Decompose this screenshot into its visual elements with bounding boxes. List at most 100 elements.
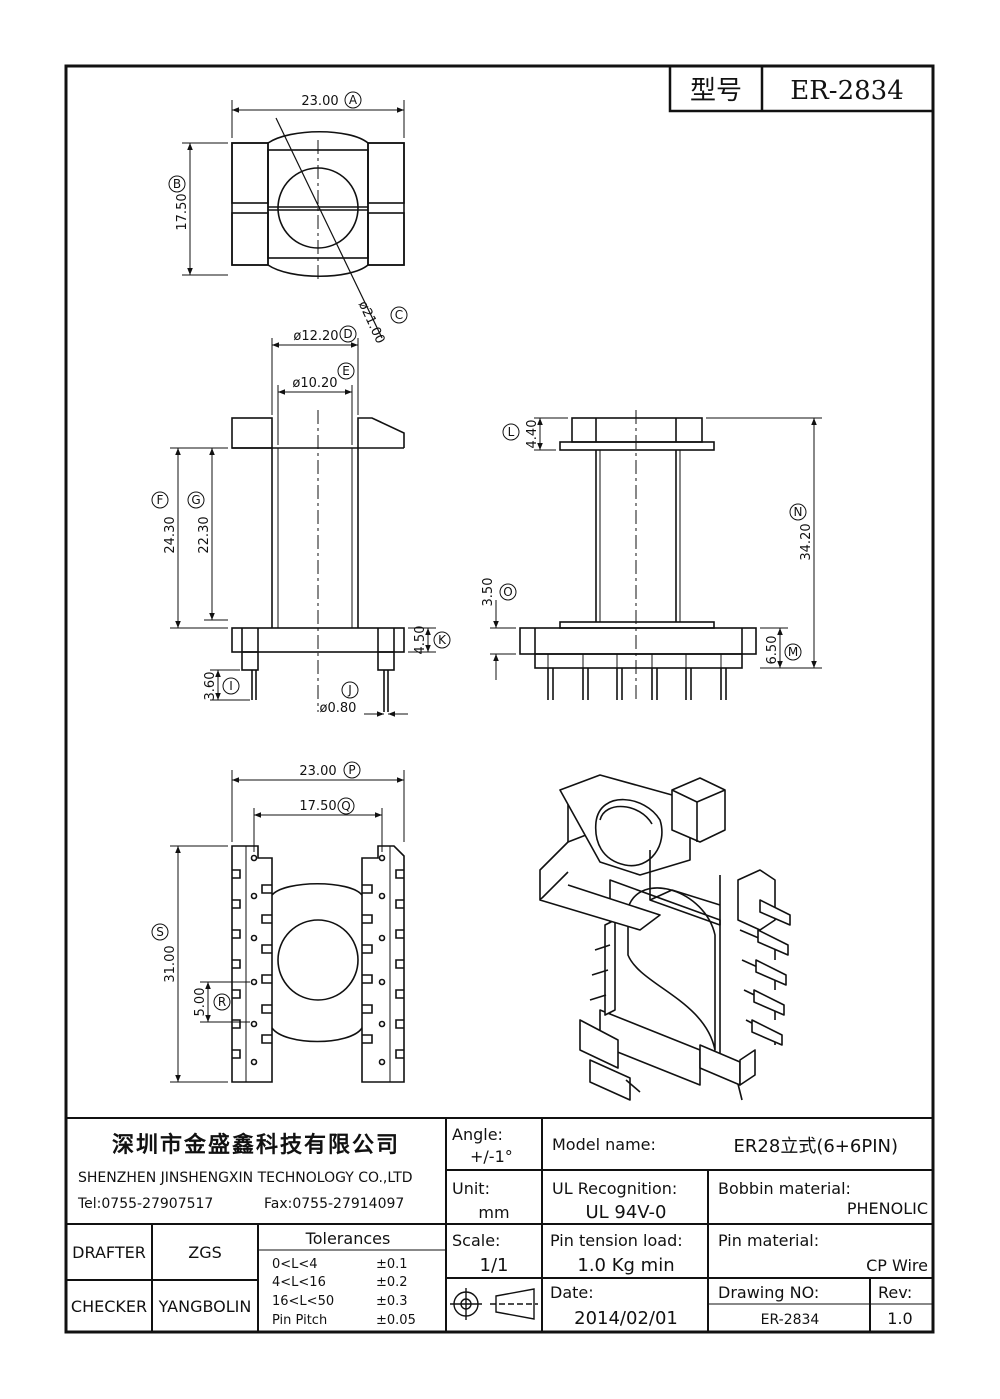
dim-S-value: 31.00 [163, 945, 178, 982]
pin-material-value: CP Wire [866, 1256, 928, 1275]
dim-E-balloon: E [342, 364, 350, 378]
dim-Q: 17.50 Q [253, 797, 383, 852]
date-label: Date: [550, 1283, 594, 1302]
ul-recognition-value: UL 94V-0 [585, 1202, 666, 1223]
front-view [231, 410, 405, 712]
dim-K: 4.50 K [408, 626, 451, 655]
dim-D-balloon: D [343, 327, 352, 341]
projection-symbol [450, 1288, 538, 1320]
title-block-text: 深圳市金盛鑫科技有限公司 SHENZHEN JINSHENGXIN TECHNO… [71, 1125, 928, 1329]
top-view [231, 117, 405, 339]
tolerance-range-3: 16<L<50 [272, 1294, 334, 1309]
dim-O-value: 3.50 [481, 578, 496, 607]
dim-C-value: ø21.00 [355, 299, 388, 346]
model-number: ER-2834 [790, 76, 904, 106]
scale-value: 1/1 [480, 1255, 509, 1276]
dim-D-value: ø12.20 [293, 329, 338, 344]
bobbin-material-value: PHENOLIC [847, 1199, 928, 1218]
dim-R-balloon: R [218, 995, 226, 1009]
tolerance-value-1: ±0.1 [376, 1257, 408, 1272]
dim-M-value: 6.50 [765, 636, 780, 665]
dim-I: 3.60 I [203, 669, 250, 701]
unit-label: Unit: [452, 1179, 490, 1198]
drawing-no-label: Drawing NO: [718, 1283, 819, 1302]
dim-R-value: 5.00 [193, 988, 208, 1017]
dim-B-balloon: B [173, 177, 181, 191]
dim-E: ø10.20 E [277, 362, 355, 445]
dim-M-balloon: M [788, 645, 798, 659]
model-name-label: Model name: [552, 1135, 656, 1154]
dim-L-value: 4.40 [525, 420, 540, 449]
tolerance-value-3: ±0.3 [376, 1294, 408, 1309]
dim-S: 31.00 S [151, 845, 228, 1083]
drafter-label: DRAFTER [72, 1243, 146, 1262]
dim-F-value: 24.30 [163, 516, 178, 553]
dim-N-value: 34.20 [799, 523, 814, 560]
tolerance-value-2: ±0.2 [376, 1275, 408, 1290]
rev-label: Rev: [878, 1283, 912, 1302]
model-name-value: ER28立式(6+6PIN) [734, 1136, 898, 1157]
dim-J-value: ø0.80 [320, 701, 357, 716]
pin-tension-label: Pin tension load: [550, 1231, 683, 1250]
date-value: 2014/02/01 [574, 1308, 678, 1329]
company-name-en: SHENZHEN JINSHENGXIN TECHNOLOGY CO.,LTD [78, 1170, 413, 1186]
dim-I-balloon: I [229, 679, 233, 693]
dim-F-balloon: F [157, 493, 164, 507]
drawing-no-value: ER-2834 [761, 1312, 820, 1328]
dim-B-value: 17.50 [175, 193, 190, 230]
company-fax: Fax:0755-27914097 [264, 1196, 404, 1212]
bobbin-material-label: Bobbin material: [718, 1179, 851, 1198]
ul-recognition-label: UL Recognition: [552, 1179, 677, 1198]
dim-B: 17.50 B [168, 142, 228, 276]
dim-C-balloon: C [395, 308, 403, 322]
angle-value: +/-1° [470, 1147, 513, 1166]
dim-A-balloon: A [349, 93, 358, 107]
scale-label: Scale: [452, 1231, 500, 1250]
dim-K-value: 4.50 [413, 626, 428, 655]
dim-P-balloon: P [348, 763, 355, 777]
dim-E-value: ø10.20 [292, 376, 337, 391]
dim-R: 5.00 R [193, 981, 250, 1023]
company-name-cn: 深圳市金盛鑫科技有限公司 [112, 1132, 400, 1158]
title-block [66, 1117, 933, 1332]
sheet-border [64, 64, 935, 1334]
dim-P: 23.00 P [231, 761, 405, 842]
dim-I-value: 3.60 [203, 672, 218, 701]
tolerance-range-1: 0<L<4 [272, 1257, 318, 1272]
isometric-view [539, 774, 791, 1101]
dim-D: ø12.20 D [271, 325, 359, 415]
tolerance-range-4: Pin Pitch [272, 1313, 327, 1328]
pin-tension-value: 1.0 Kg min [577, 1255, 674, 1276]
dim-G-value: 22.30 [197, 516, 212, 553]
dim-A: 23.00 A [231, 91, 405, 138]
angle-label: Angle: [452, 1125, 503, 1144]
dim-F: 24.30 F [151, 447, 228, 629]
dim-A-value: 23.00 [301, 94, 338, 109]
dim-K-balloon: K [438, 633, 447, 647]
dim-J-balloon: J [347, 683, 352, 697]
drafter-value: ZGS [188, 1243, 222, 1262]
dim-S-balloon: S [156, 925, 164, 939]
dim-M: 6.50 M [760, 627, 802, 668]
dim-L-balloon: L [508, 425, 515, 439]
dim-O: 3.50 O [481, 578, 517, 680]
rev-value: 1.0 [887, 1309, 912, 1328]
dim-G-balloon: G [191, 493, 200, 507]
dim-P-value: 23.00 [299, 764, 336, 779]
dim-N-balloon: N [794, 505, 803, 519]
side-view [519, 410, 757, 700]
pin-material-label: Pin material: [718, 1231, 819, 1250]
dim-N: 34.20 N [706, 417, 822, 669]
bottom-view [231, 845, 405, 1083]
tolerance-range-2: 4<L<16 [272, 1275, 326, 1290]
dim-C: ø21.00 C [355, 299, 408, 346]
tolerances-label: Tolerances [305, 1229, 391, 1248]
dim-Q-balloon: Q [341, 799, 350, 813]
dim-O-balloon: O [503, 585, 512, 599]
unit-value: mm [478, 1203, 509, 1222]
dim-J: ø0.80 J [320, 681, 408, 717]
dim-L: 4.40 L [502, 417, 568, 451]
model-label: 型号 [690, 76, 742, 106]
checker-label: CHECKER [71, 1297, 147, 1316]
